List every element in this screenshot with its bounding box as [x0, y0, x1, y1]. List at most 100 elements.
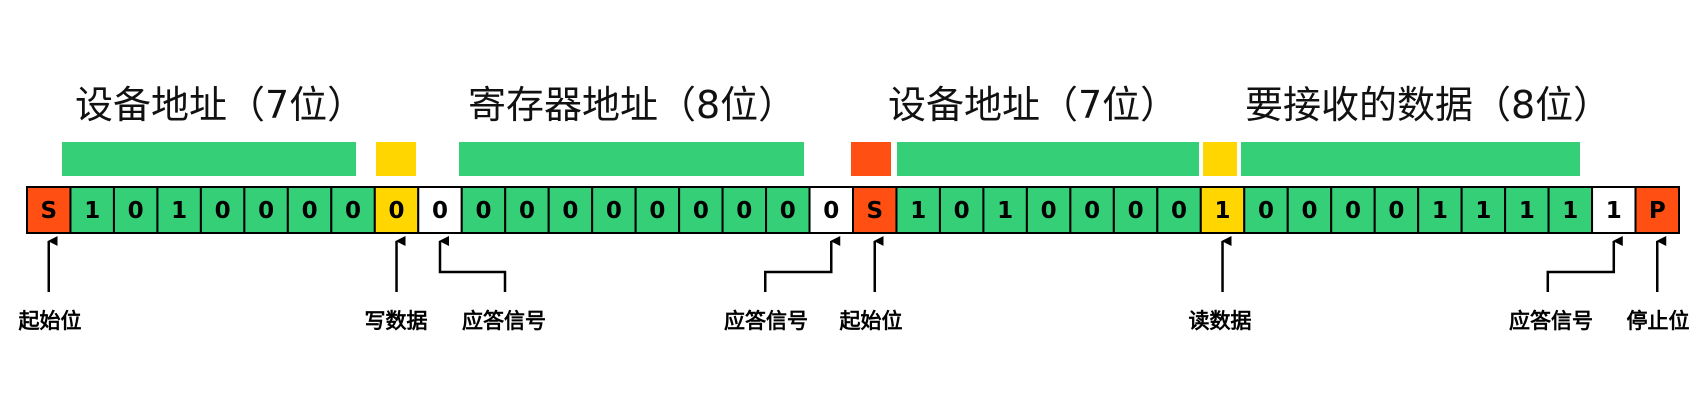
bar-device-address-1 [62, 142, 356, 176]
bit-value: 0 [1171, 198, 1187, 224]
bit-value: 1 [84, 198, 100, 224]
bit-cell-box [982, 186, 1028, 234]
bit-value: 0 [736, 198, 752, 224]
bit-value: 1 [1519, 198, 1535, 224]
label-ack-2: 应答信号 [724, 309, 808, 333]
arrow-ack-3 [1546, 236, 1623, 292]
bit-cell-box [1504, 186, 1550, 234]
bit-value: 0 [475, 198, 491, 224]
bit-value: 0 [1345, 198, 1361, 224]
bit-cell: 0 [1330, 186, 1376, 234]
bit-value: 1 [997, 198, 1013, 224]
label-stop-bit: 停止位 [1627, 309, 1690, 333]
bit-cell: 0 [330, 186, 376, 234]
bit-cell: 1 [1591, 186, 1637, 234]
bit-cell-box [1330, 186, 1376, 234]
bit-cell-box [1156, 186, 1202, 234]
title-device-address-2: 设备地址（7位） [888, 83, 1178, 127]
bit-cell-box [373, 186, 420, 234]
bit-cell-box [417, 186, 463, 234]
label-start-bit-1: 起始位 [18, 309, 82, 333]
section-titles: 设备地址（7位） 寄存器地址（8位） 设备地址（7位） 要接收的数据（8位） [75, 83, 1611, 127]
section-bars [62, 142, 1580, 176]
bit-cell-box [852, 186, 898, 234]
bit-cell: 0 [721, 186, 768, 234]
bit-cell: 0 [1112, 186, 1159, 234]
bit-cell: 0 [504, 186, 550, 234]
bit-cell: 0 [1025, 186, 1072, 234]
bit-value: 1 [910, 198, 926, 224]
bit-cell-box [1243, 186, 1289, 234]
bit-cell: S [852, 186, 898, 234]
bit-cell: 0 [243, 186, 289, 234]
bit-cell: 1 [1417, 186, 1463, 234]
bit-cell: 1 [1504, 186, 1550, 234]
bit-cell: 0 [1069, 186, 1115, 234]
bit-cell-box [26, 186, 72, 234]
label-ack-3: 应答信号 [1509, 309, 1593, 333]
bit-cell-box [1460, 186, 1507, 234]
bit-cell: 0 [286, 186, 333, 234]
bit-cell-box [591, 186, 637, 234]
bit-cell-box [721, 186, 768, 234]
bit-value: 0 [302, 198, 318, 224]
bit-value: 0 [954, 198, 970, 224]
bit-value: 0 [258, 198, 274, 224]
bit-cell-box [1069, 186, 1115, 234]
bit-cell: 1 [895, 186, 941, 234]
bit-value: 0 [1041, 198, 1057, 224]
bit-cell: 1 [69, 186, 115, 234]
bit-cell: 0 [1373, 186, 1420, 234]
bit-cell-box [69, 186, 115, 234]
bit-value: 0 [1128, 198, 1144, 224]
arrow-ack-2 [764, 236, 841, 292]
annotation-arrows [47, 236, 1667, 292]
title-device-address-1: 设备地址（7位） [75, 83, 365, 127]
bit-cell: 1 [1460, 186, 1507, 234]
label-ack-1: 应答信号 [462, 309, 546, 333]
bit-value: 0 [389, 198, 405, 224]
bit-value: 0 [606, 198, 622, 224]
bar-receive-data [1241, 142, 1580, 176]
bar-device-address-2 [897, 142, 1199, 176]
bit-cell: 0 [112, 186, 159, 234]
bit-cell-box [330, 186, 376, 234]
bit-value: 0 [128, 198, 144, 224]
bit-value: 1 [1432, 198, 1448, 224]
bit-value: 1 [1215, 198, 1231, 224]
title-register-address: 寄存器地址（8位） [468, 83, 796, 127]
bit-cell: 0 [199, 186, 246, 234]
bit-cell: 1 [156, 186, 202, 234]
arrow-ack-1 [438, 236, 507, 292]
bit-cell: 0 [1286, 186, 1333, 234]
bit-value: 1 [1562, 198, 1578, 224]
bit-cell-box [112, 186, 159, 234]
bar-write-bit [376, 142, 416, 176]
bit-value: 0 [519, 198, 535, 224]
bit-cell-box [1547, 186, 1594, 234]
label-read-data: 读数据 [1189, 309, 1252, 333]
bit-value: 1 [1475, 198, 1491, 224]
bit-cell: S [26, 186, 72, 234]
bar-restart [851, 142, 891, 176]
bit-value: 0 [215, 198, 231, 224]
bit-cell-box [895, 186, 941, 234]
bit-cell: 1 [1547, 186, 1594, 234]
bit-value: 0 [693, 198, 709, 224]
bit-cell: 1 [1199, 186, 1246, 234]
bit-cell: 0 [938, 186, 985, 234]
bit-value: 0 [562, 198, 578, 224]
bit-cell: 0 [1156, 186, 1202, 234]
bit-cell-box [504, 186, 550, 234]
bit-value: 0 [823, 198, 839, 224]
bit-cell: 0 [460, 186, 507, 234]
bit-value: 0 [345, 198, 361, 224]
bar-register-address [459, 142, 804, 176]
bit-value: 0 [1258, 198, 1274, 224]
bit-cell-box [1199, 186, 1246, 234]
bit-cell: 0 [1243, 186, 1289, 234]
bit-cell: 0 [591, 186, 637, 234]
bit-cell: 0 [808, 186, 855, 234]
